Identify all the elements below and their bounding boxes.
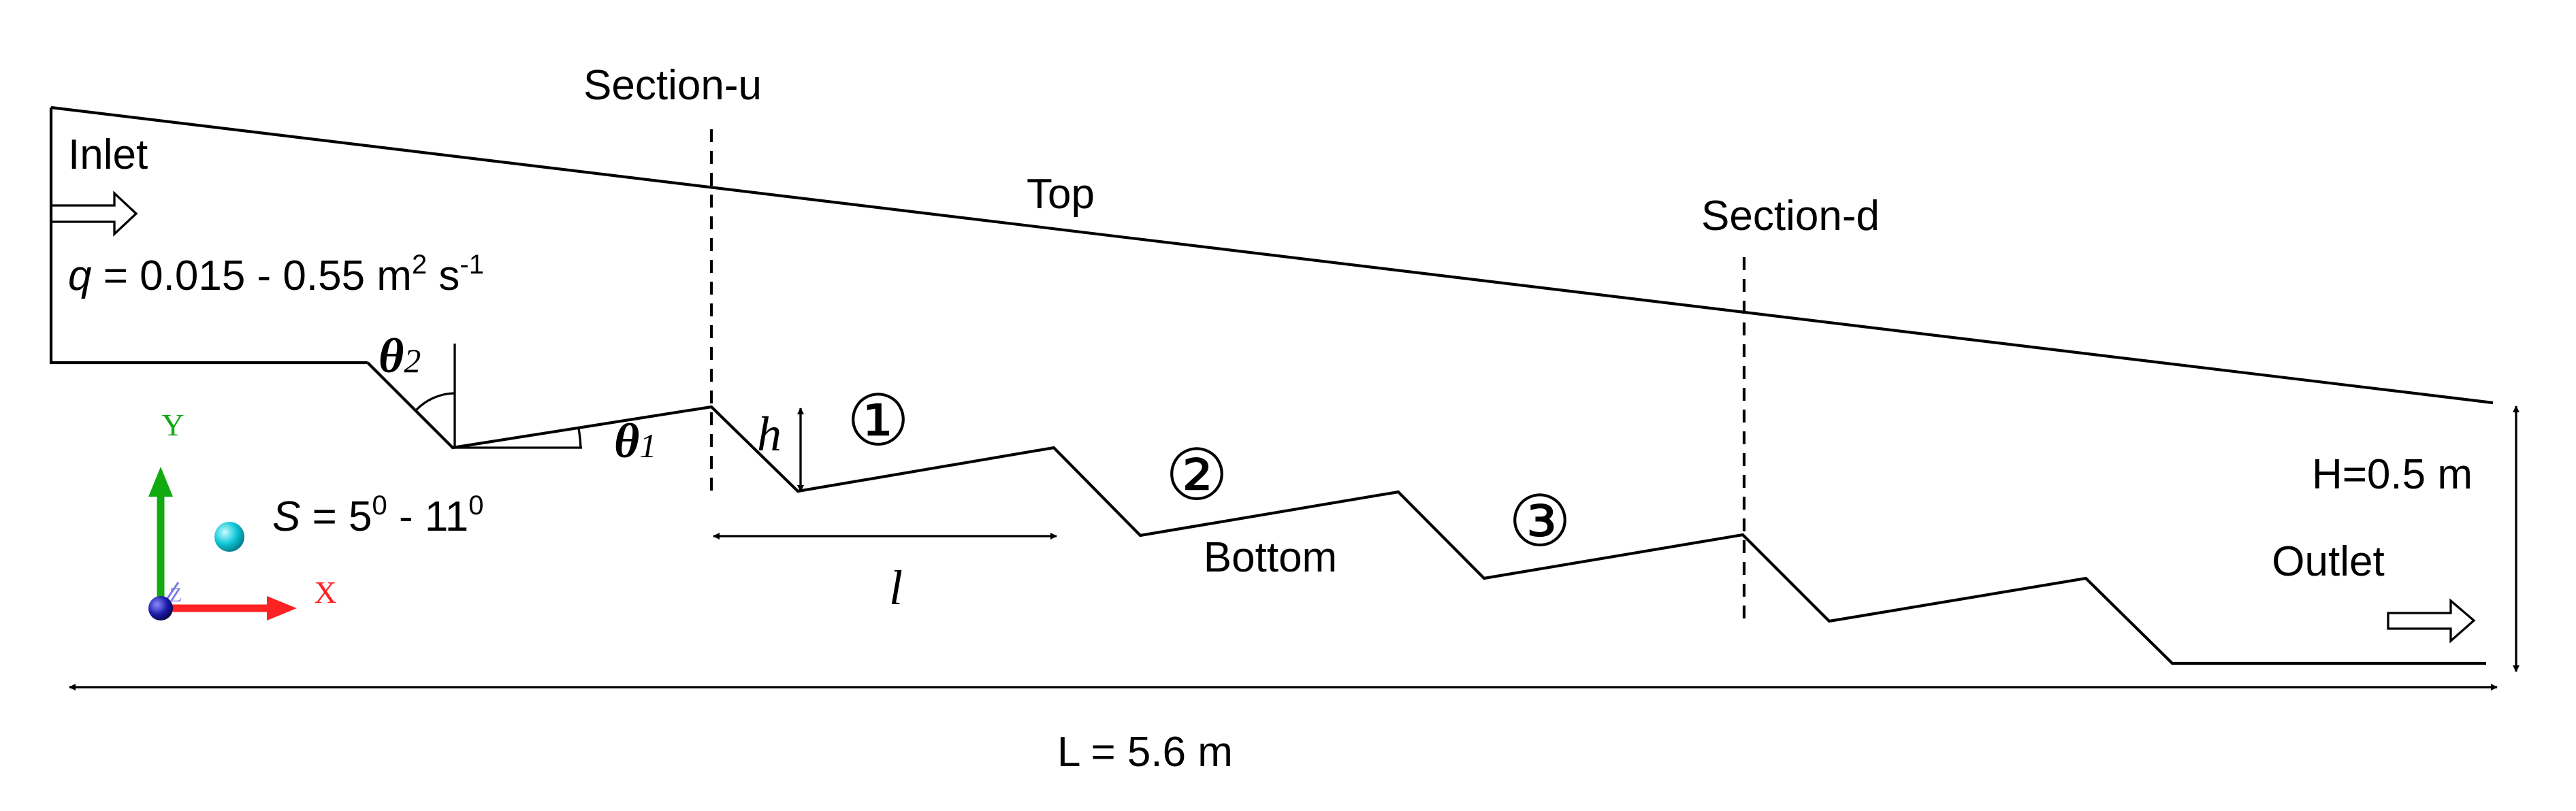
inlet-flow-arrow <box>51 191 138 237</box>
x-axis-arrowhead <box>267 596 297 620</box>
slope-label: S = 50 - 110 <box>272 491 483 540</box>
bottom-label: Bottom <box>1204 534 1337 581</box>
top-label: Top <box>1027 171 1095 218</box>
height-label: H=0.5 m <box>2312 451 2473 498</box>
inlet-label: Inlet <box>68 131 148 178</box>
outlet-flow-arrow <box>2387 598 2476 644</box>
step-height-label: h <box>757 407 782 461</box>
step-1-marker: ① <box>846 382 909 461</box>
step-3-marker: ③ <box>1508 482 1571 561</box>
coordinate-axes: X Y Z <box>148 408 337 620</box>
x-axis-label: X <box>314 575 336 610</box>
length-label: L = 5.6 m <box>1057 729 1233 776</box>
theta2-label: θ2 <box>379 329 421 383</box>
inlet-boundary <box>49 107 368 365</box>
theta1-arc <box>577 428 582 448</box>
origin-sphere <box>148 596 173 620</box>
theta2-arc <box>415 392 455 411</box>
section-d-label: Section-d <box>1701 193 1880 239</box>
step-length-label: l <box>889 561 903 615</box>
step-2-marker: ② <box>1165 436 1228 515</box>
z-axis-label: Z <box>170 584 182 606</box>
section-u-label: Section-u <box>583 62 762 109</box>
discharge-label: q = 0.015 - 0.55 m2 s-1 <box>68 250 484 299</box>
y-axis-arrowhead <box>148 467 173 497</box>
stepped-bottom <box>366 361 2486 665</box>
outlet-label: Outlet <box>2272 538 2384 585</box>
probe-sphere-icon <box>214 522 244 552</box>
top-boundary <box>50 105 2494 405</box>
y-axis-label: Y <box>161 408 184 442</box>
theta1-label: θ1 <box>614 414 656 468</box>
